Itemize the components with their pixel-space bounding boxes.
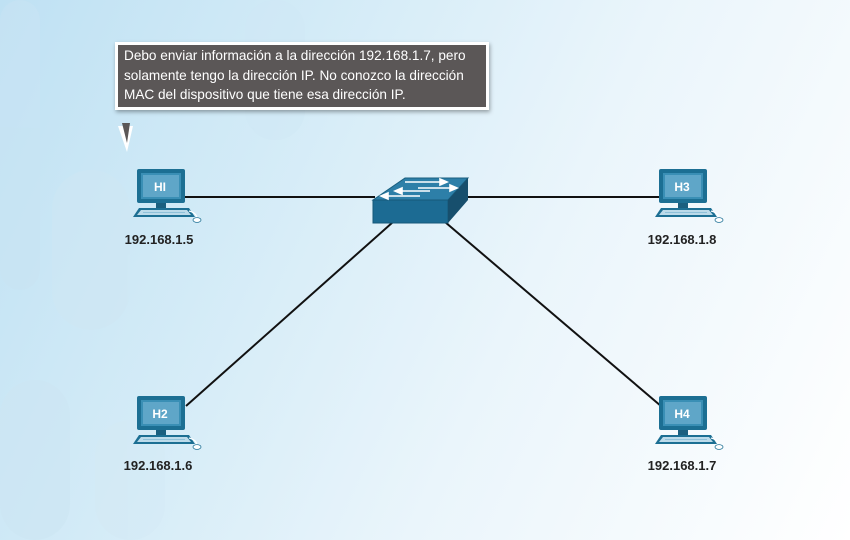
host-h1-label: HI: [154, 180, 166, 194]
host-h4: H4: [654, 395, 724, 450]
host-h4-label: H4: [674, 407, 690, 421]
link-h2-switch: [185, 221, 394, 407]
speech-tooltip: Debo enviar información a la dirección 1…: [115, 42, 489, 110]
background-decoration: [0, 0, 305, 540]
link-switch-h4: [444, 221, 669, 413]
tooltip-tail: [118, 123, 133, 152]
host-h3-label: H3: [674, 180, 690, 194]
switch-icon: [371, 177, 470, 224]
host-h1: HI: [132, 168, 202, 223]
host-h2-label: H2: [152, 407, 168, 421]
host-h2: H2: [132, 395, 202, 450]
host-h4-ip: 192.168.1.7: [647, 458, 717, 473]
host-h3: H3: [654, 168, 724, 223]
host-h3-ip: 192.168.1.8: [647, 232, 717, 247]
host-h1-ip: 192.168.1.5: [124, 232, 194, 247]
host-h2-ip: 192.168.1.6: [123, 458, 193, 473]
